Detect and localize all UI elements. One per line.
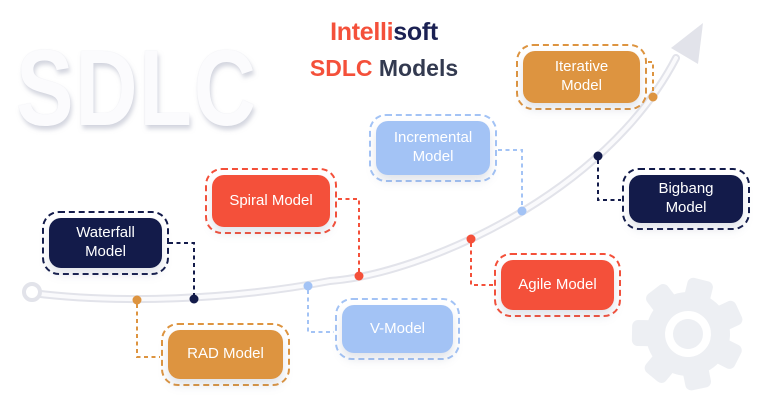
- model-label-waterfall: Waterfall Model: [49, 218, 162, 268]
- model-label-agile: Agile Model: [501, 260, 614, 310]
- dot-incremental: [517, 206, 527, 216]
- dot-spiral: [354, 271, 364, 281]
- connector-rad: [136, 304, 160, 358]
- model-box-bigbang: Bigbang Model: [622, 168, 750, 230]
- model-box-agile: Agile Model: [494, 253, 621, 317]
- dot-agile: [466, 234, 476, 244]
- brand-logo: Intellisoft: [0, 18, 768, 47]
- model-box-rad: RAD Model: [161, 323, 290, 386]
- model-label-incremental: Incremental Model: [376, 121, 490, 175]
- brand-logo-part2: soft: [393, 18, 438, 46]
- model-label-iterative: Iterative Model: [523, 51, 640, 103]
- dot-iterative: [648, 92, 658, 102]
- curve-start-ring: [22, 282, 42, 302]
- page-title: SDLC Models: [0, 55, 768, 82]
- sdlc-watermark: SDLC: [16, 27, 258, 148]
- growth-arrow-icon: [671, 23, 703, 64]
- model-box-iterative: Iterative Model: [516, 44, 647, 110]
- connector-agile: [470, 243, 493, 286]
- model-box-v-model: V-Model: [335, 298, 460, 360]
- gear-icon: [631, 277, 743, 391]
- model-box-incremental: Incremental Model: [369, 114, 497, 182]
- dot-waterfall: [189, 294, 199, 304]
- model-label-spiral: Spiral Model: [212, 175, 330, 227]
- model-label-v-model: V-Model: [342, 305, 453, 353]
- connector-v-model: [307, 290, 334, 333]
- dot-bigbang: [593, 151, 603, 161]
- connector-iterative: [648, 61, 654, 93]
- connector-waterfall: [169, 242, 195, 295]
- page-title-part1: SDLC: [309, 55, 373, 81]
- dot-rad: [132, 295, 142, 305]
- model-box-spiral: Spiral Model: [205, 168, 337, 234]
- model-box-waterfall: Waterfall Model: [42, 211, 169, 275]
- connector-spiral: [338, 198, 360, 272]
- page-title-part2: Models: [378, 55, 459, 81]
- brand-logo-part1: Intelli: [330, 18, 394, 46]
- connector-incremental: [498, 149, 523, 207]
- model-label-bigbang: Bigbang Model: [629, 175, 743, 223]
- model-label-rad: RAD Model: [168, 330, 283, 379]
- growth-curve-highlight: [30, 56, 678, 302]
- connector-bigbang: [597, 160, 621, 201]
- dot-v-model: [303, 281, 313, 291]
